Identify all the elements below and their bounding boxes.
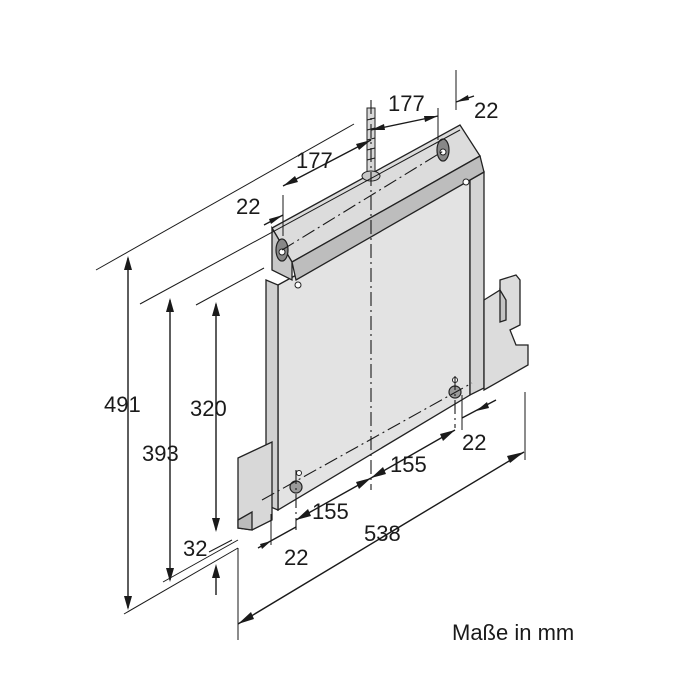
dim-155-left: 155 xyxy=(312,499,349,524)
right-flange xyxy=(469,170,485,397)
dim-22-bottom-right: 22 xyxy=(462,430,486,455)
dim-177-right: 177 xyxy=(388,91,425,116)
dim-393: 393 xyxy=(142,441,179,466)
units-caption: Maße in mm xyxy=(452,620,574,645)
dim-22-bottom-left: 22 xyxy=(284,545,308,570)
dim-177-left: 177 xyxy=(296,148,333,173)
dim-320: 320 xyxy=(190,396,227,421)
dim-155-right: 155 xyxy=(390,452,427,477)
top-rail-underside xyxy=(291,155,485,282)
right-hook-bracket xyxy=(483,274,529,392)
dim-22-top-left: 22 xyxy=(236,194,260,219)
dim-32: 32 xyxy=(183,536,207,561)
left-bottom-bracket xyxy=(237,440,273,531)
dim-22-top-right: 22 xyxy=(474,98,498,123)
panel-hole xyxy=(294,281,302,289)
panel-hole xyxy=(296,470,302,476)
dim-491: 491 xyxy=(104,392,141,417)
top-right-screw xyxy=(439,148,447,156)
panel-hole xyxy=(462,178,470,186)
top-left-screw xyxy=(278,248,286,256)
dim-538: 538 xyxy=(364,521,401,546)
